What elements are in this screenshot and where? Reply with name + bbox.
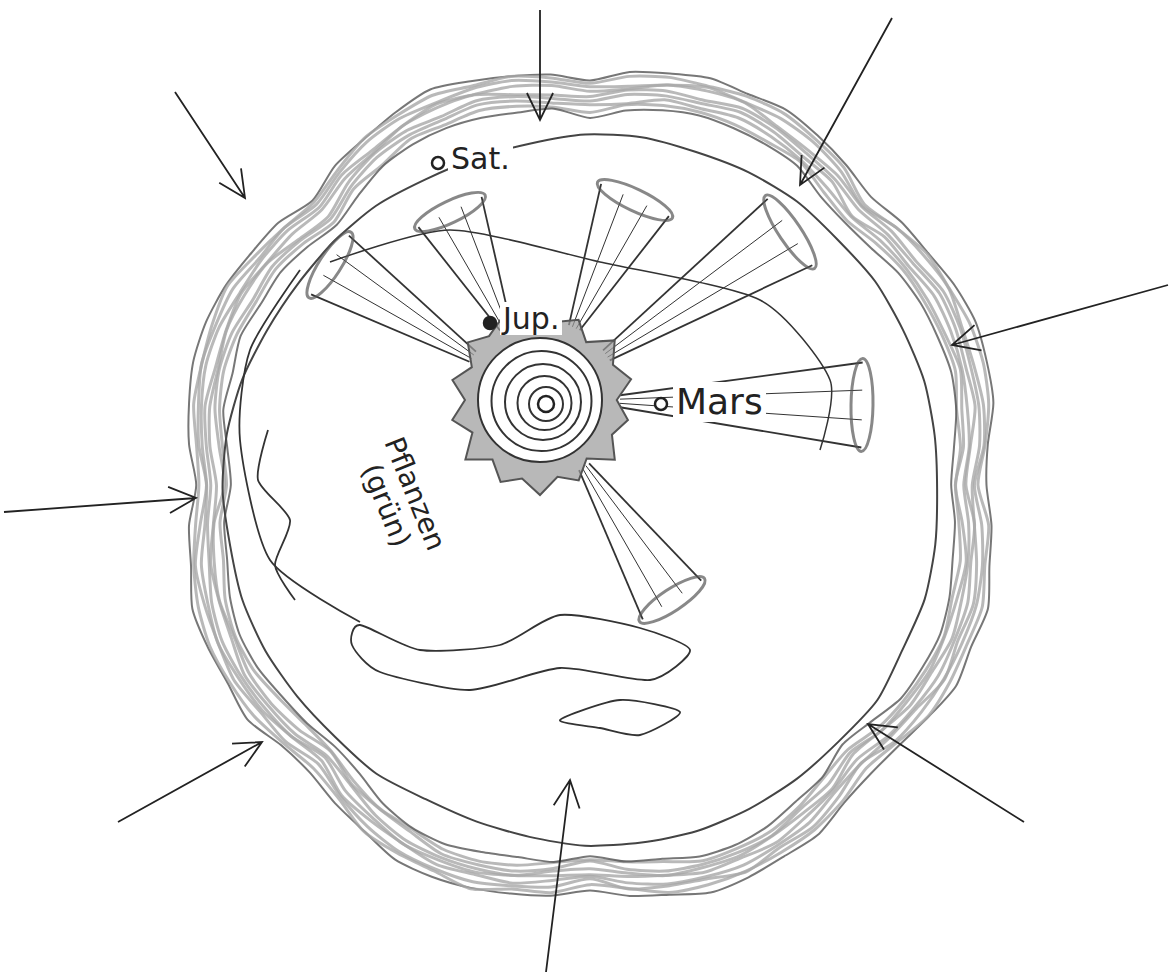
arrow [175, 92, 245, 198]
planet-label: Jup. [500, 302, 562, 335]
band-stroke [220, 104, 961, 865]
arrow [527, 10, 553, 120]
arrow [952, 285, 1168, 350]
funnel-line [608, 244, 798, 358]
core-spiral [518, 376, 572, 430]
planet-dot [655, 398, 667, 410]
funnel-line [337, 255, 474, 355]
core-spiral [529, 387, 563, 421]
core-spiral [478, 338, 602, 462]
funnel-line [418, 227, 500, 330]
plant-outline [258, 430, 295, 600]
funnel-line [311, 294, 469, 361]
funnel-line [605, 220, 782, 353]
funnel [300, 226, 476, 362]
core-spiral [505, 364, 581, 440]
funnel-line [323, 275, 471, 358]
funnel [569, 172, 677, 330]
arrow [800, 18, 892, 185]
band-stroke [205, 90, 975, 877]
funnel-mouth [593, 172, 677, 227]
band-stroke [209, 94, 969, 875]
funnel-mouth [850, 358, 873, 451]
funnel [620, 358, 874, 451]
inner-ring [223, 134, 938, 846]
planet-label: Mars [673, 382, 766, 422]
plant-shapes [239, 270, 690, 735]
funnel-line [569, 184, 601, 325]
planet-dot [484, 317, 496, 329]
funnel-line [349, 236, 476, 352]
funnel-mouth [756, 189, 823, 274]
plant-label: Pflanzen (grün) [340, 412, 459, 589]
funnel-line [586, 466, 682, 594]
funnel-line [582, 468, 661, 607]
planet-label: Sat. [448, 142, 513, 175]
funnel-line [576, 206, 647, 329]
band-stroke [195, 80, 984, 889]
band-stroke [213, 100, 966, 871]
band-stroke [201, 85, 980, 884]
arrow [4, 487, 196, 513]
inward-arrows [4, 10, 1168, 972]
core-center [538, 396, 554, 412]
funnel-line [579, 470, 643, 619]
arrow [546, 780, 580, 972]
funnels [300, 172, 874, 630]
plant-outline [560, 700, 680, 735]
band-stroke [189, 72, 994, 896]
funnel [410, 185, 511, 330]
outer-band [189, 72, 994, 896]
core-spiral [492, 351, 592, 451]
funnel-line [610, 265, 813, 360]
planet-dot [432, 157, 444, 169]
band-stroke [194, 76, 989, 893]
plant-outline [239, 270, 360, 622]
funnel-mouth [633, 569, 710, 630]
funnel-mouth [410, 185, 490, 239]
arrow [868, 724, 1024, 822]
funnel [579, 463, 711, 630]
funnel-line [589, 463, 701, 580]
funnel-line [580, 216, 669, 330]
funnel-line [603, 199, 768, 351]
arrow [118, 742, 262, 822]
band-stroke [223, 109, 956, 862]
funnel-mouth [300, 226, 361, 304]
plant-outline [351, 615, 690, 690]
funnel [603, 189, 824, 360]
